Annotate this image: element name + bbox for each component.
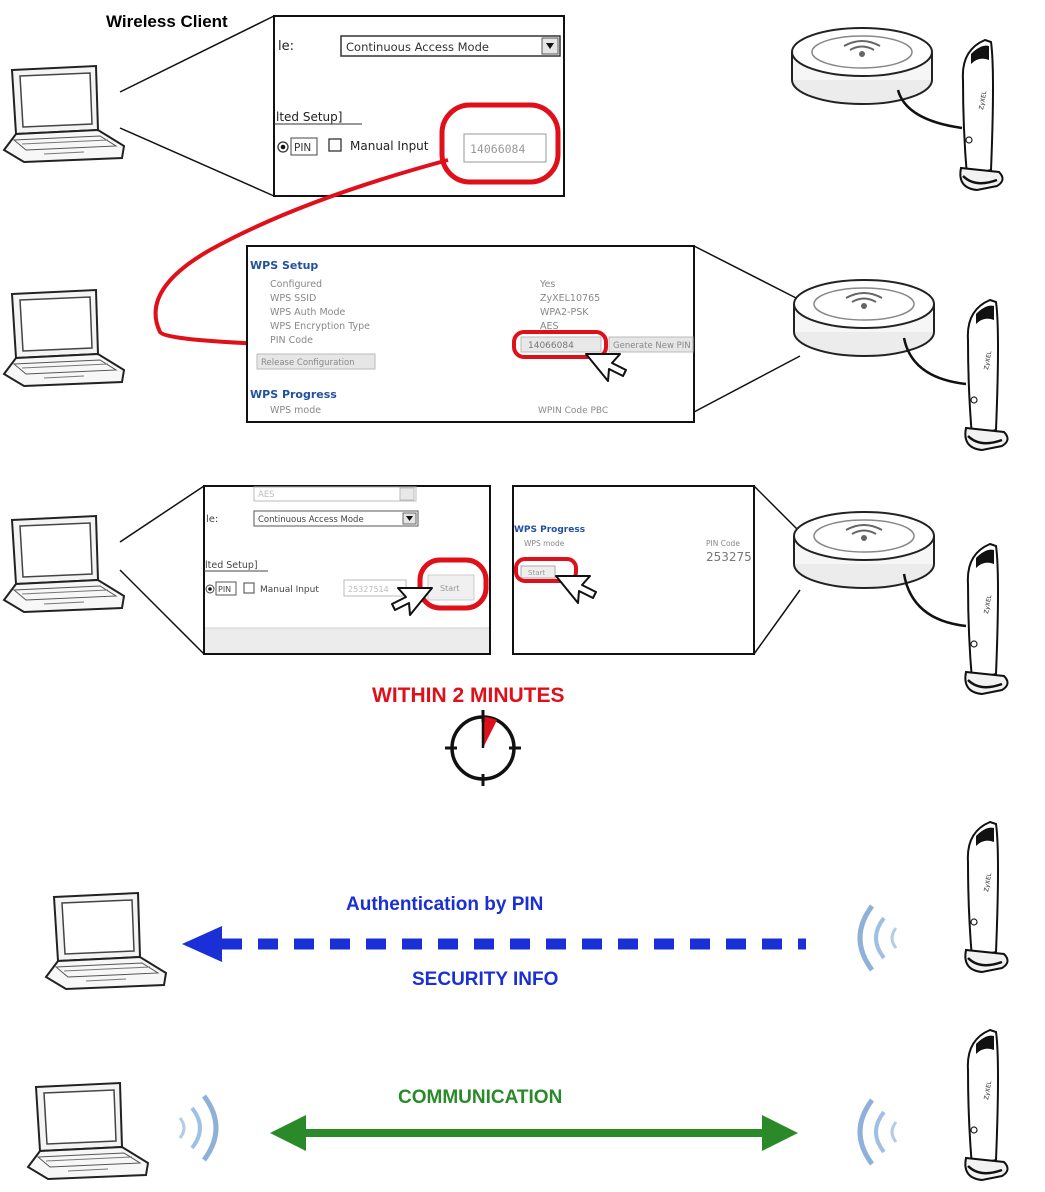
wireless-client-label: Wireless Client <box>106 12 228 31</box>
ap-tower-icon <box>964 820 1009 974</box>
router-icon <box>793 279 935 357</box>
wifi-signal-icon <box>860 906 896 970</box>
wps-progress-title: WPS Progress <box>514 525 585 535</box>
ap-tower-icon <box>964 298 1009 452</box>
start-highlight <box>417 557 489 611</box>
setup-section-title: lted Setup] <box>276 110 342 124</box>
wps-mode-label: WPS mode <box>524 539 565 548</box>
generate-pin-label: Generate New PIN <box>613 341 691 351</box>
pin-input-value: 14066084 <box>470 142 525 156</box>
pin-code-field <box>520 336 602 353</box>
row-label: PIN Code <box>270 335 313 346</box>
client-config-panel-1: le: Continuous Access Mode lted Setup] P… <box>273 15 565 197</box>
pin-code-highlight <box>512 330 608 359</box>
within-2-minutes-label: WITHIN 2 MINUTES <box>372 684 565 707</box>
row-value: Yes <box>539 279 555 290</box>
wps-progress-title: WPS Progress <box>250 388 337 401</box>
manual-input-label: Manual Input <box>350 139 429 153</box>
wps-setup-title: WPS Setup <box>250 259 318 272</box>
pin-code-label: PIN Code <box>706 539 740 548</box>
pin-input[interactable] <box>463 133 547 163</box>
pin-code-value: 253275 <box>706 550 752 564</box>
chevron-down-icon <box>546 43 554 49</box>
row-value: WPA2-PSK <box>540 307 589 318</box>
pin-option-label: PIN <box>294 142 311 154</box>
top-field-value: AES <box>258 490 275 500</box>
pin-input-value: 25327514 <box>348 585 389 594</box>
auth-arrow <box>182 926 806 962</box>
communication-label: COMMUNICATION <box>398 1087 562 1108</box>
router-cable <box>896 89 963 130</box>
mode-label: le: <box>206 514 218 525</box>
generate-pin-button[interactable] <box>608 336 694 353</box>
manual-input-checkbox[interactable] <box>243 582 255 594</box>
router-cable <box>902 573 967 628</box>
row-value: AES <box>540 321 559 332</box>
laptop-icon <box>3 289 125 387</box>
mode-select[interactable]: Continuous Access Mode <box>253 510 419 527</box>
row-label: WPS SSID <box>270 293 316 304</box>
communication-arrow <box>270 1115 798 1151</box>
callout-lines <box>693 245 801 413</box>
wps-setup-rows: Configured Yes WPS SSID ZyXEL10765 WPS A… <box>270 279 600 346</box>
start-button[interactable] <box>520 565 556 579</box>
pin-radio[interactable] <box>205 584 215 594</box>
release-config-button[interactable] <box>256 353 376 370</box>
mode-select-value: Continuous Access Mode <box>346 40 489 54</box>
callout-lines <box>119 485 205 655</box>
pin-radio[interactable] <box>277 141 289 153</box>
manual-input-label: Manual Input <box>260 585 319 595</box>
laptop-icon <box>3 65 125 163</box>
ap-tower-icon <box>959 38 1004 192</box>
security-info-label: SECURITY INFO <box>412 969 558 990</box>
client-config-panel-2: AES le: Continuous Access Mode lted Setu… <box>203 485 491 655</box>
panel-footer <box>205 628 489 653</box>
start-highlight <box>514 557 578 583</box>
mode-select-value: Continuous Access Mode <box>258 515 364 525</box>
pin-option-label: PIN <box>218 585 231 594</box>
mode-select[interactable]: Continuous Access Mode <box>340 35 561 57</box>
ap-tower-icon <box>964 542 1009 696</box>
wifi-signal-icon <box>180 1096 216 1160</box>
start-button-label: Start <box>528 569 545 577</box>
callout-lines <box>119 15 275 197</box>
start-button-label: Start <box>440 584 460 593</box>
authentication-by-pin-label: Authentication by PIN <box>346 894 543 915</box>
row-label: WPS Encryption Type <box>270 321 370 332</box>
manual-input-checkbox[interactable] <box>328 138 342 152</box>
mode-label: le: <box>278 39 294 54</box>
timer-icon <box>445 710 521 786</box>
callout-lines <box>753 485 801 655</box>
chevron-down-icon <box>406 516 413 521</box>
release-config-label: Release Configuration <box>261 358 355 368</box>
laptop-icon <box>3 515 125 613</box>
router-icon <box>791 27 933 105</box>
wifi-signal-icon <box>860 1100 896 1164</box>
laptop-icon <box>45 892 167 990</box>
wps-mode-label: WPS mode <box>270 405 321 416</box>
row-value: ZyXEL10765 <box>540 293 600 304</box>
ap-tower-icon <box>964 1028 1009 1182</box>
top-field <box>253 486 417 502</box>
wps-mode-value: WPIN Code PBC <box>538 406 608 416</box>
router-icon <box>793 511 935 589</box>
ap-progress-panel: WPS Progress WPS mode PIN Code 253275 St… <box>512 485 755 655</box>
ap-wps-panel: WPS Setup Configured Yes WPS SSID ZyXEL1… <box>246 245 695 423</box>
pin-highlight <box>439 102 561 185</box>
router-cable <box>902 337 967 386</box>
pin-code-value: 14066084 <box>528 341 574 351</box>
row-label: WPS Auth Mode <box>270 307 345 318</box>
laptop-icon <box>27 1082 149 1180</box>
row-label: Configured <box>270 279 322 290</box>
setup-section-title: lted Setup] <box>205 560 258 571</box>
